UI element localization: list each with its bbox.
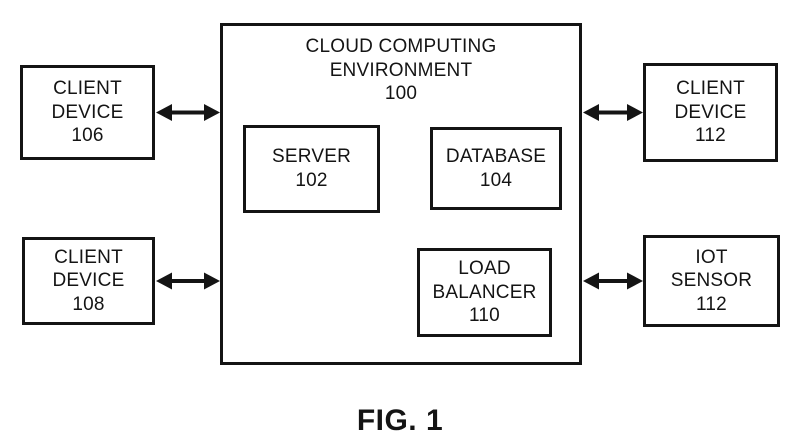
node-label: DEVICE [52, 270, 125, 292]
node-load-balancer: LOAD BALANCER 110 [417, 248, 552, 337]
node-cloud-computing-environment: CLOUD COMPUTING ENVIRONMENT 100 SERVER 1… [220, 23, 582, 365]
node-label: DEVICE [674, 101, 747, 123]
node-label: BALANCER [432, 281, 537, 303]
arrow-client106-cloud [156, 104, 220, 121]
cloud-title-line: CLOUD COMPUTING [305, 36, 497, 57]
node-ref: 110 [469, 305, 500, 327]
node-label: CLIENT [53, 78, 122, 100]
node-ref: 104 [479, 169, 513, 191]
cloud-ref: 100 [384, 83, 418, 105]
node-database: DATABASE 104 [430, 127, 562, 210]
arrow-cloud-client112 [583, 104, 643, 121]
node-ref: 112 [696, 293, 727, 315]
node-ref: 106 [71, 125, 104, 147]
cloud-title-line: ENVIRONMENT [329, 59, 473, 81]
node-client-device-108: CLIENT DEVICE 108 [22, 237, 155, 325]
node-label: IOT [695, 246, 728, 268]
node-ref: 112 [695, 125, 726, 147]
node-label: SENSOR [670, 270, 753, 292]
node-ref: 102 [295, 170, 328, 191]
node-server: SERVER 102 [243, 125, 380, 213]
node-client-device-106: CLIENT DEVICE 106 [20, 65, 155, 160]
node-label: DATABASE [445, 145, 547, 167]
node-label: DEVICE [51, 101, 124, 123]
node-label: CLIENT [54, 246, 123, 268]
node-iot-sensor-112: IOT SENSOR 112 [643, 235, 780, 327]
node-label: SERVER [272, 146, 351, 168]
figure-caption: FIG. 1 [356, 404, 444, 437]
arrow-cloud-iot [583, 272, 643, 290]
node-client-device-112: CLIENT DEVICE 112 [643, 63, 778, 162]
node-ref: 108 [72, 293, 105, 315]
node-label: LOAD [458, 258, 511, 280]
arrow-client108-cloud [156, 272, 220, 290]
node-label: CLIENT [676, 78, 745, 100]
